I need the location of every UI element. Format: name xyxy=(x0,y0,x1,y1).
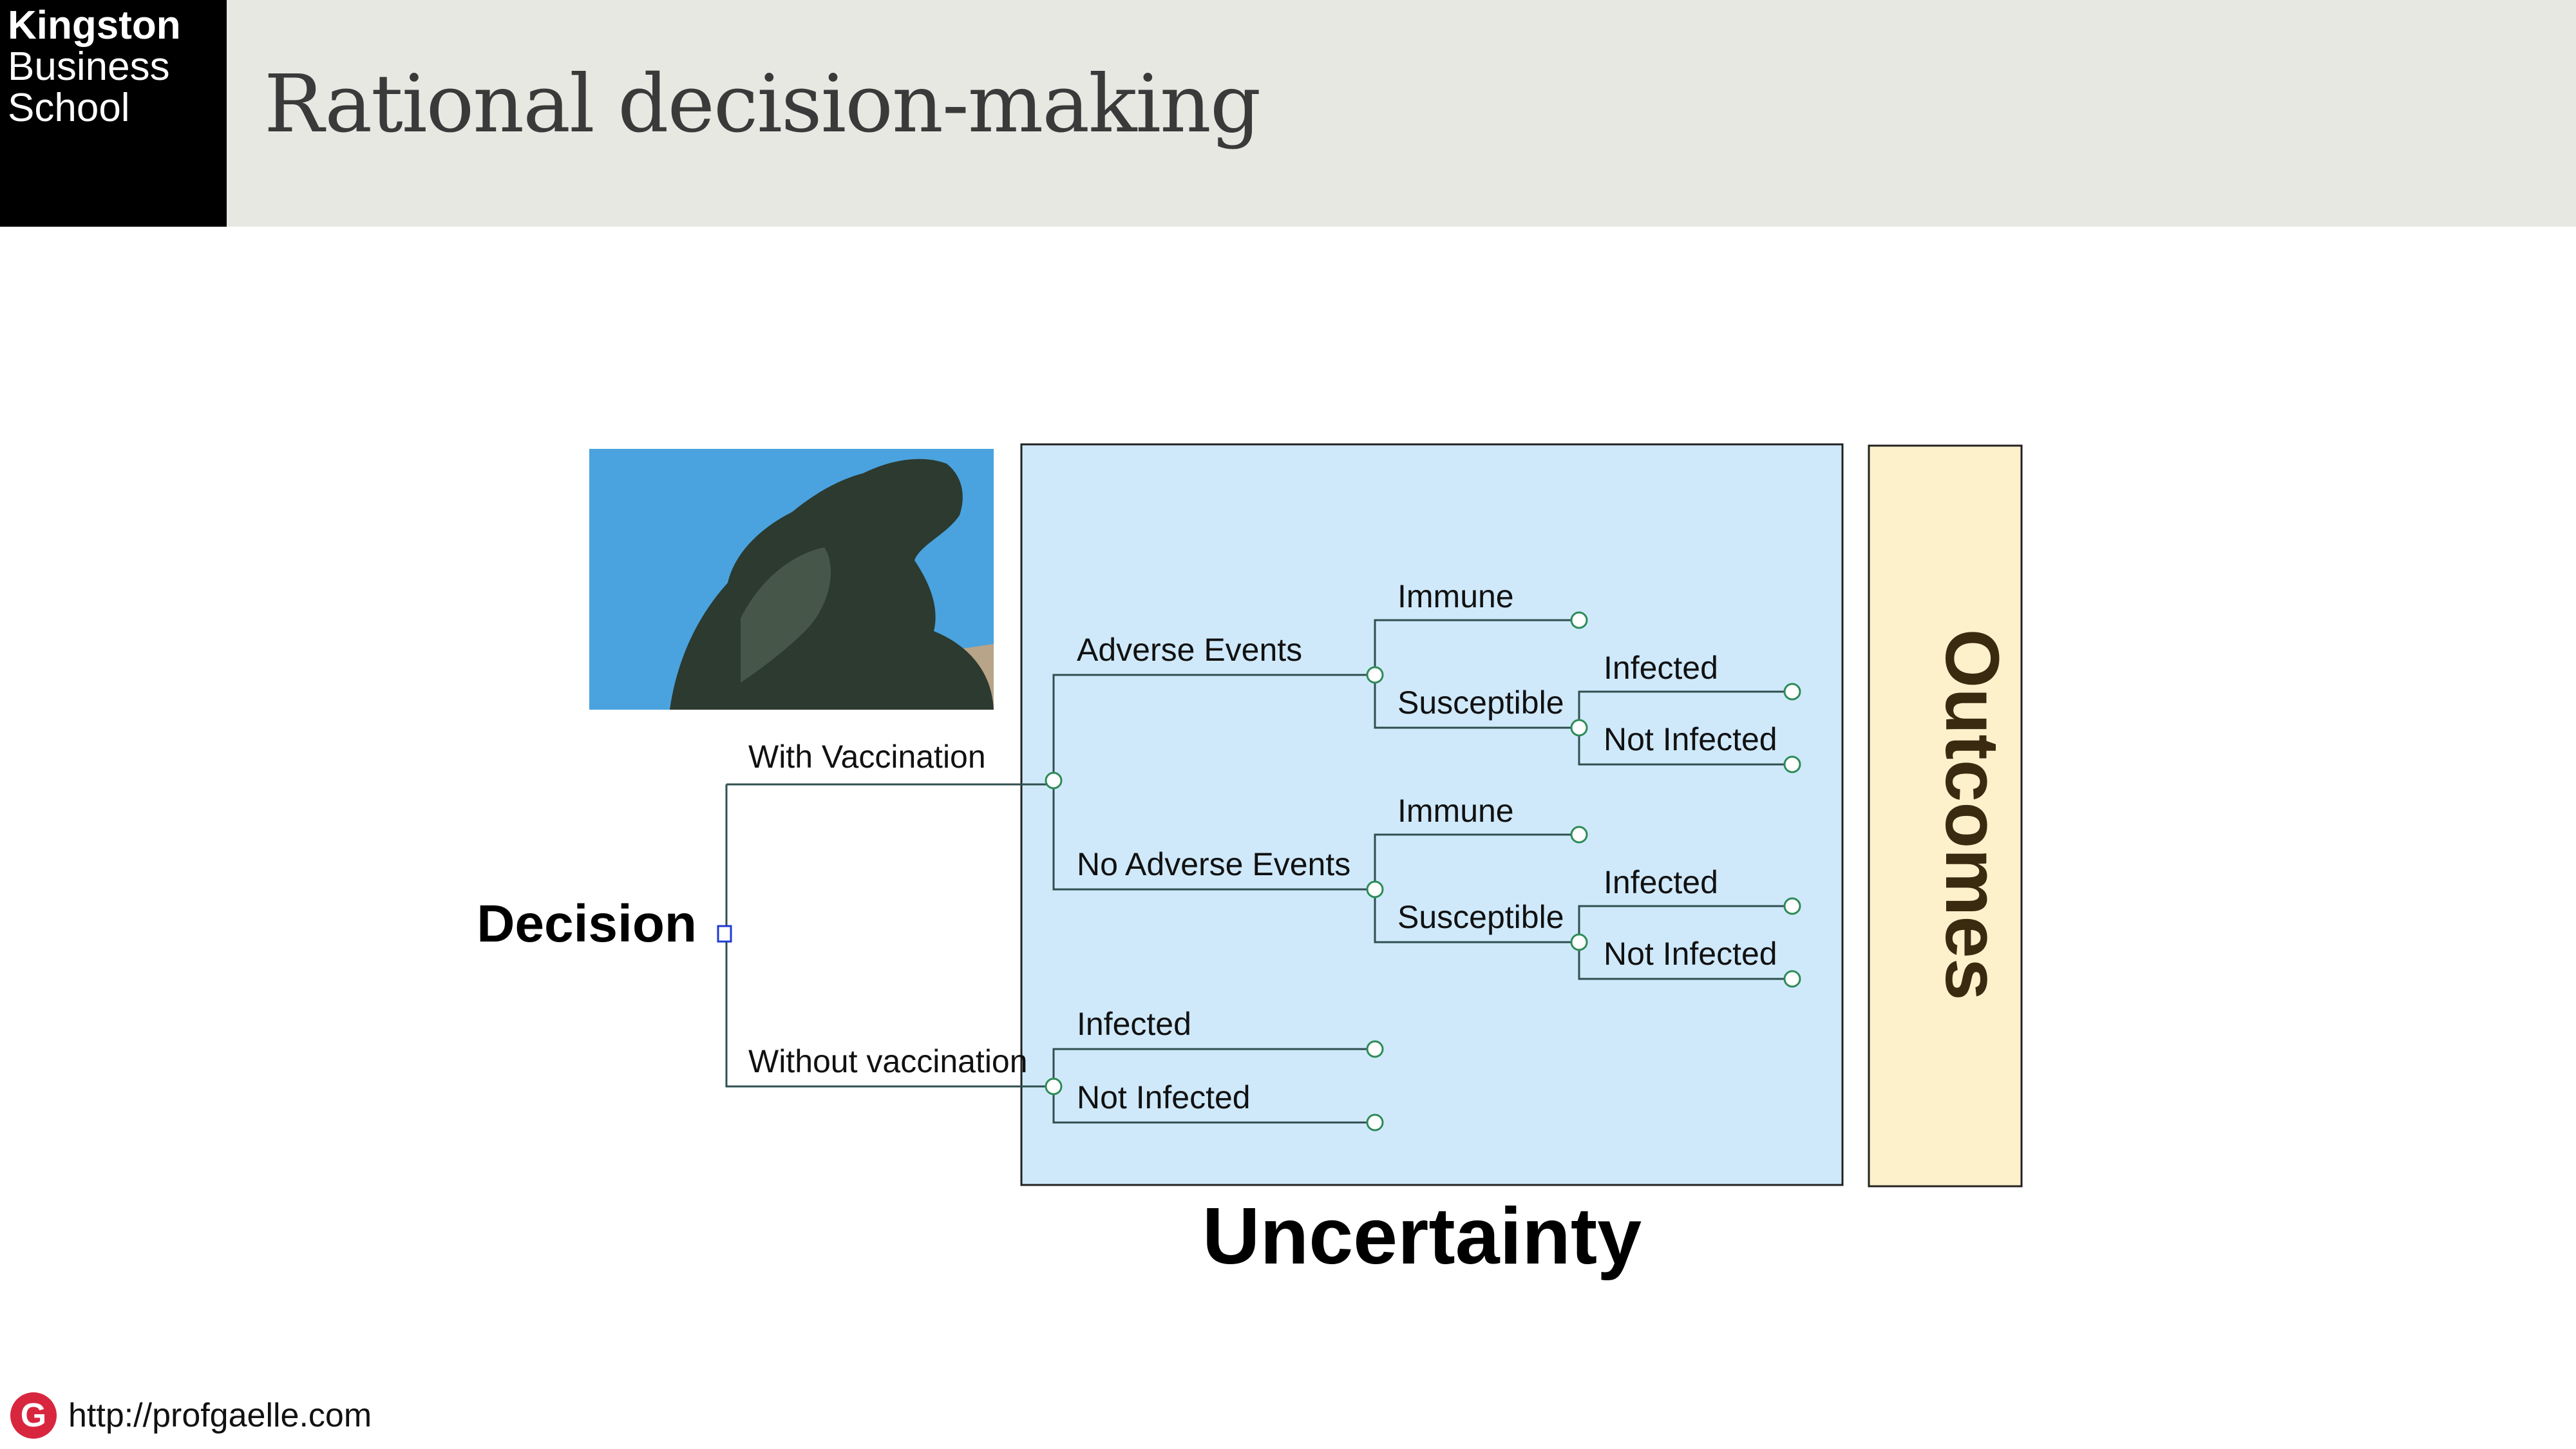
node-susceptible-2 xyxy=(1570,933,1588,951)
susceptible-1-branch-lines xyxy=(1578,690,1792,766)
label-infected-1: Infected xyxy=(1604,650,1718,686)
label-with-vaccination: With Vaccination xyxy=(748,739,986,775)
node-adverse-events xyxy=(1366,666,1384,684)
logo-line-1: Kingston xyxy=(8,3,181,48)
logo-line-2: Business xyxy=(8,44,170,89)
decision-label: Decision xyxy=(477,895,697,953)
label-not-infected-3: Not Infected xyxy=(1077,1079,1251,1115)
node-immune-1 xyxy=(1570,611,1588,629)
node-not-infected-3 xyxy=(1366,1113,1384,1132)
no-vaccination-branch-lines xyxy=(1052,1048,1375,1124)
label-immune-2: Immune xyxy=(1397,793,1514,829)
header-bar xyxy=(0,0,2576,227)
label-not-infected-1: Not Infected xyxy=(1604,721,1777,757)
node-no-vaccination xyxy=(1045,1077,1063,1095)
chance-nodes xyxy=(1045,611,1801,1132)
footer-url-link[interactable]: http://profgaelle.com xyxy=(68,1397,372,1434)
decision-branch-lines xyxy=(725,783,1054,1088)
label-adverse-events: Adverse Events xyxy=(1077,632,1302,668)
slide-title: Rational decision-making xyxy=(264,58,1261,151)
outcomes-label: Outcomes xyxy=(1929,629,2014,1000)
uncertainty-box xyxy=(1020,443,1844,1186)
label-infected-2: Infected xyxy=(1604,864,1718,900)
node-susceptible-1 xyxy=(1570,719,1588,737)
outcomes-box xyxy=(1868,444,2023,1188)
node-no-adverse-events xyxy=(1366,880,1384,898)
uncertainty-label: Uncertainty xyxy=(1202,1192,1642,1281)
label-immune-1: Immune xyxy=(1397,578,1514,614)
logo-line-3: School xyxy=(8,86,130,130)
branch-labels: With Vaccination Without vaccination Adv… xyxy=(748,578,1777,1115)
node-not-infected-2 xyxy=(1783,970,1801,988)
image-statue-highlight xyxy=(741,547,831,683)
node-vaccination xyxy=(1045,772,1063,790)
label-no-adverse-events: No Adverse Events xyxy=(1077,846,1350,882)
kingston-logo[interactable]: Kingston Business School xyxy=(0,0,227,227)
node-infected-1 xyxy=(1783,683,1801,701)
vaccination-branch-lines xyxy=(1052,674,1375,891)
susceptible-2-branch-lines xyxy=(1578,905,1792,980)
decision-node xyxy=(717,925,732,943)
node-infected-2 xyxy=(1783,897,1801,915)
profgaelle-logo-icon[interactable]: G xyxy=(10,1392,57,1439)
node-not-infected-1 xyxy=(1783,755,1801,773)
label-susceptible-1: Susceptible xyxy=(1397,685,1564,721)
tree-lines xyxy=(725,619,1792,1124)
node-immune-2 xyxy=(1570,826,1588,844)
thinker-image xyxy=(589,449,994,710)
label-without-vaccination: Without vaccination xyxy=(748,1043,1028,1079)
label-infected-3: Infected xyxy=(1077,1006,1191,1042)
adverse-branch-lines xyxy=(1374,619,1579,729)
label-not-infected-2: Not Infected xyxy=(1604,936,1777,972)
no-adverse-branch-lines xyxy=(1374,833,1579,943)
label-susceptible-2: Susceptible xyxy=(1397,899,1564,935)
node-infected-3 xyxy=(1366,1040,1384,1058)
